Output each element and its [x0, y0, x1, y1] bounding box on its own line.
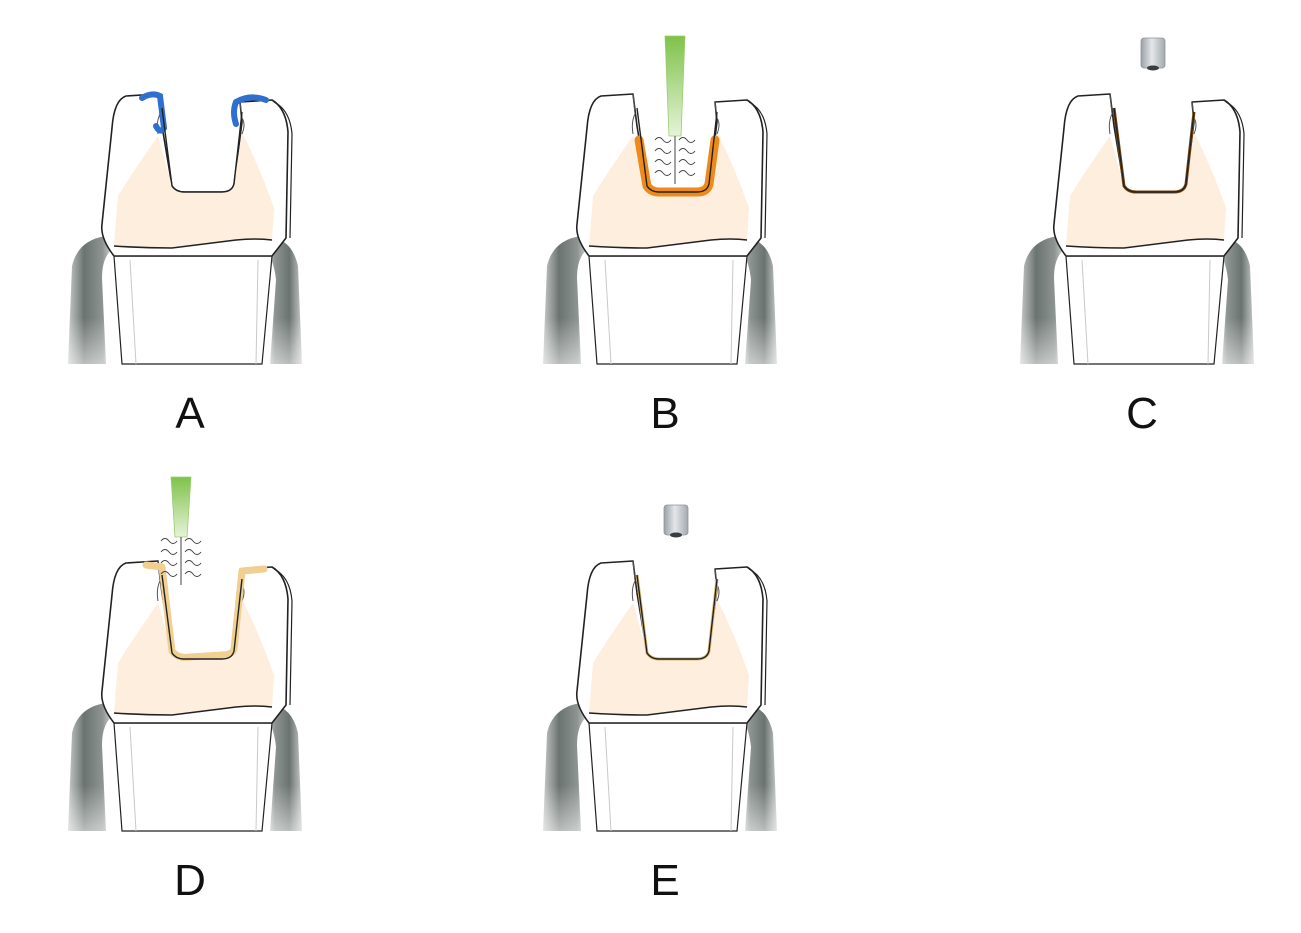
enamel-edge-left: [631, 560, 636, 602]
treatment-layer-primer: [634, 135, 720, 197]
tooth-root: [1065, 255, 1225, 365]
tooth-root: [113, 722, 273, 832]
treatment-layer-cure: [635, 574, 719, 661]
root-canal-line-left: [604, 259, 612, 365]
panel-e: E: [543, 504, 781, 905]
root-canal-line-left: [1081, 259, 1089, 365]
cavity-outline: [1113, 107, 1195, 193]
panel-label: C: [1126, 389, 1158, 438]
light-tip-lens: [1147, 65, 1159, 71]
tooth-root: [588, 255, 748, 365]
dentin: [589, 599, 749, 715]
light-tip-lens: [670, 532, 682, 538]
root-canal-line-left: [604, 726, 612, 832]
brush-bristles: [654, 136, 696, 184]
cavity-outline: [161, 574, 243, 660]
cej-line: [113, 238, 273, 249]
treatment-layer-adhesive: [142, 561, 268, 661]
root-canal-line-right: [730, 726, 734, 832]
panel-a: A: [68, 91, 306, 438]
root-canal-line-right: [730, 259, 734, 365]
panel-label: E: [650, 856, 679, 905]
cavity-outline: [161, 107, 243, 193]
cej-line: [1065, 238, 1225, 249]
treatment-layer-cure: [1112, 107, 1196, 194]
root-canal-line-left: [129, 726, 137, 832]
panel-d: D: [68, 476, 306, 905]
dentin: [1066, 132, 1226, 248]
panel-label: A: [175, 389, 205, 438]
light-tip: [1140, 37, 1166, 69]
tooth-contour-outer: [273, 568, 293, 706]
cej-line: [588, 238, 748, 249]
enamel-edge-left: [1108, 93, 1113, 135]
root-canal-line-right: [1207, 259, 1211, 365]
enamel-edge-left: [156, 560, 161, 602]
tooth-contour-outer: [748, 568, 768, 706]
dentin: [114, 132, 274, 248]
cej-line: [588, 705, 748, 716]
panel-label: B: [650, 389, 679, 438]
dentin: [589, 132, 749, 248]
root-canal-line-right: [255, 726, 259, 832]
dentin: [114, 599, 274, 715]
tooth-root: [588, 722, 748, 832]
tooth-contour-outer: [273, 101, 293, 239]
root-canal-line-right: [255, 259, 259, 365]
tooth-contour-outer: [748, 101, 768, 239]
brush-bristles: [160, 537, 202, 585]
light-tip: [663, 504, 689, 536]
brush-handle: [664, 35, 686, 137]
brush-handle: [170, 476, 192, 538]
tooth-root: [113, 255, 273, 365]
root-canal-line-left: [129, 259, 137, 365]
tooth-contour-outer: [1225, 101, 1245, 239]
cavity-outline: [636, 107, 718, 193]
panel-b: B: [543, 35, 781, 438]
panel-c: C: [1020, 37, 1258, 438]
enamel-edge-left: [631, 93, 636, 135]
panel-label: D: [174, 856, 206, 905]
cej-line: [113, 705, 273, 716]
cavity-outline: [636, 574, 718, 660]
